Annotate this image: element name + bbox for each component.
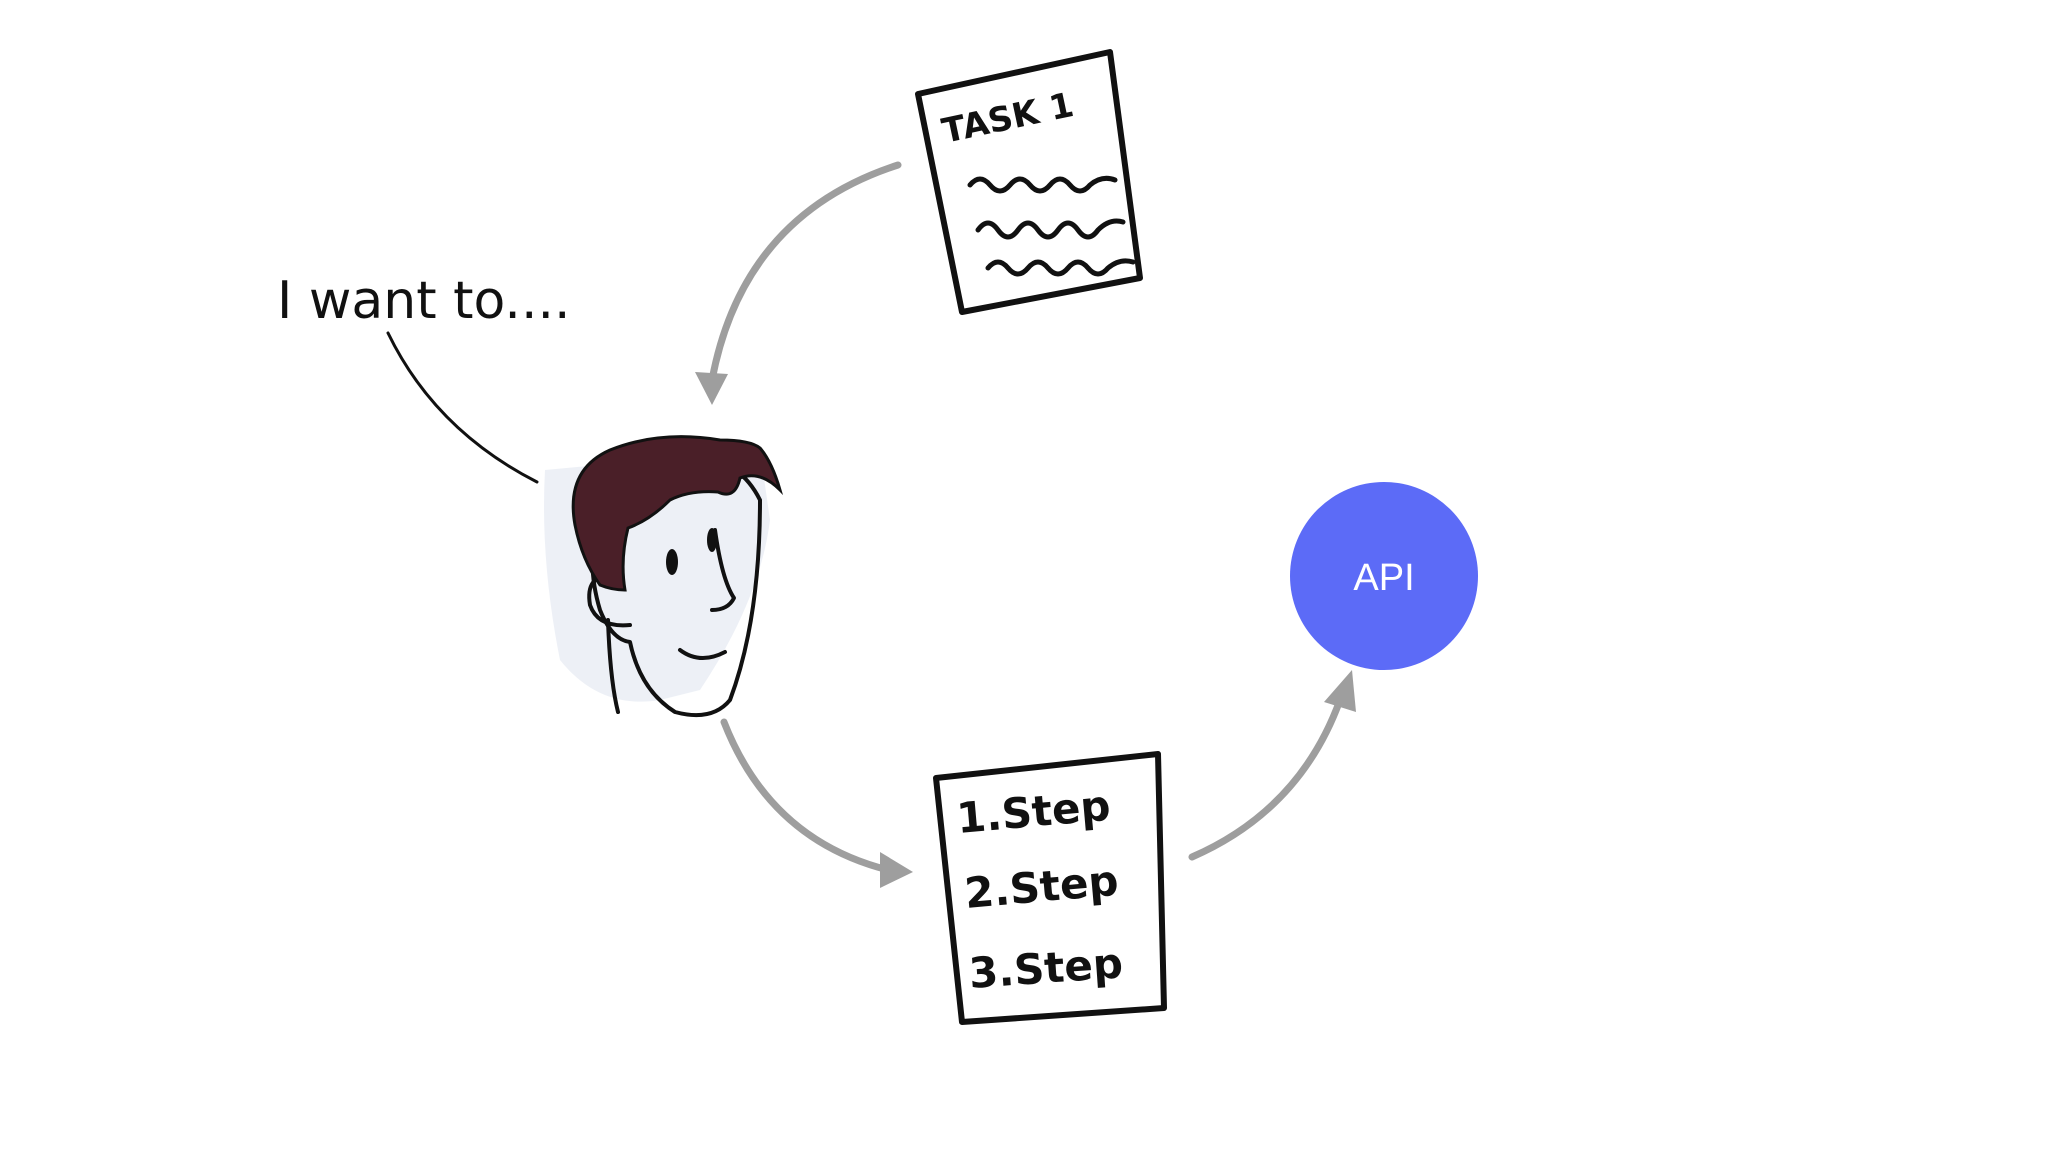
arrowhead-person-to-steps — [880, 852, 913, 888]
arrow-person-to-steps — [720, 718, 892, 874]
arrow-task-to-person — [708, 161, 902, 384]
task-document-icon: TASK 1 — [908, 49, 1143, 315]
step-3: 3.Step — [967, 938, 1124, 998]
task-scribble-1 — [967, 175, 1118, 194]
api-label: API — [1353, 557, 1414, 599]
speech-text: I want to.... — [277, 271, 571, 331]
api-circle — [1290, 482, 1478, 670]
nose — [710, 528, 736, 612]
task-scribble-2 — [975, 218, 1126, 240]
arrow-steps-to-api — [1188, 696, 1344, 861]
person-face-icon — [544, 435, 784, 717]
left-eye — [666, 549, 678, 575]
steps-document-icon: 1.Step 2.Step 3.Step — [933, 751, 1168, 1025]
smile — [678, 648, 727, 660]
arrowhead-task-to-person — [695, 372, 728, 405]
hair — [571, 435, 784, 592]
speech-callout-line — [386, 331, 539, 484]
arrowhead-steps-to-api — [1324, 670, 1356, 712]
task-scribble-3 — [985, 258, 1136, 277]
neck-line — [606, 618, 620, 714]
